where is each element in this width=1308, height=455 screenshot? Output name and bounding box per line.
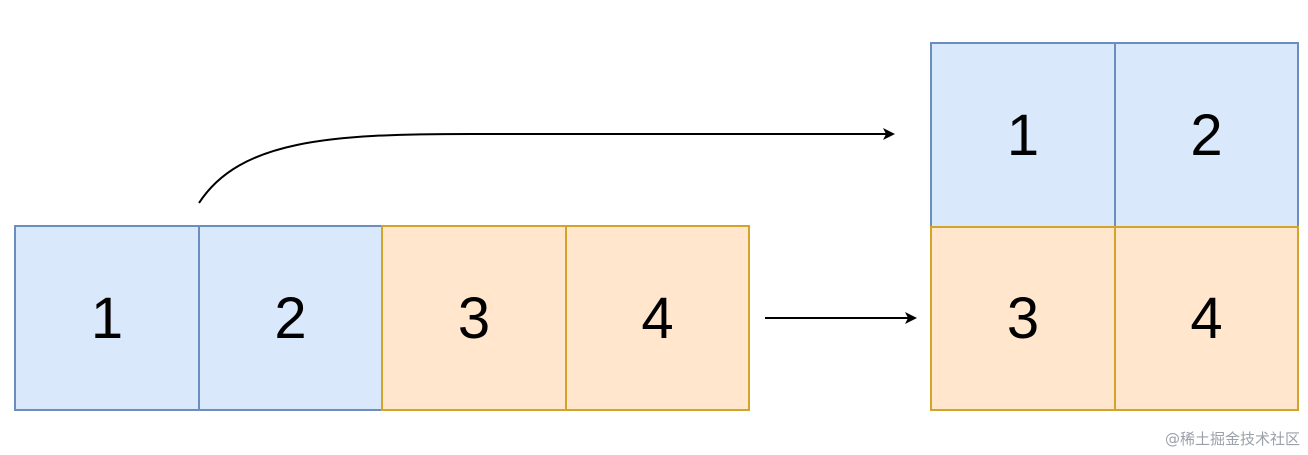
source-cell-2: 2: [198, 225, 383, 411]
watermark: @稀土掘金技术社区: [1164, 430, 1300, 448]
target-cell-3: 3: [930, 226, 1116, 411]
curved-arrow: [198, 128, 895, 204]
source-cell-4: 4: [565, 225, 750, 411]
target-cell-2: 2: [1114, 42, 1299, 228]
source-cell-3: 3: [381, 225, 567, 411]
target-cell-4: 4: [1114, 226, 1299, 411]
source-cell-1: 1: [14, 225, 200, 411]
target-cell-1: 1: [930, 42, 1116, 228]
